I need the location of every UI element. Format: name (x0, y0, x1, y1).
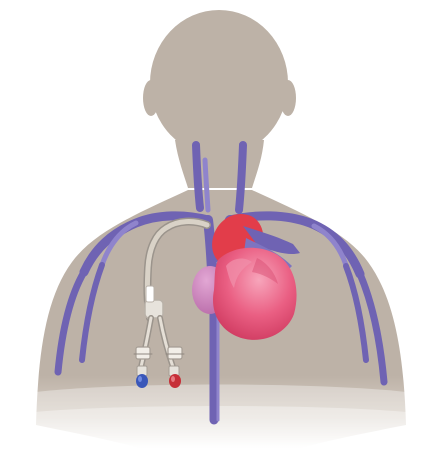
red-port-icon (169, 366, 181, 388)
blue-port-icon (136, 366, 148, 388)
